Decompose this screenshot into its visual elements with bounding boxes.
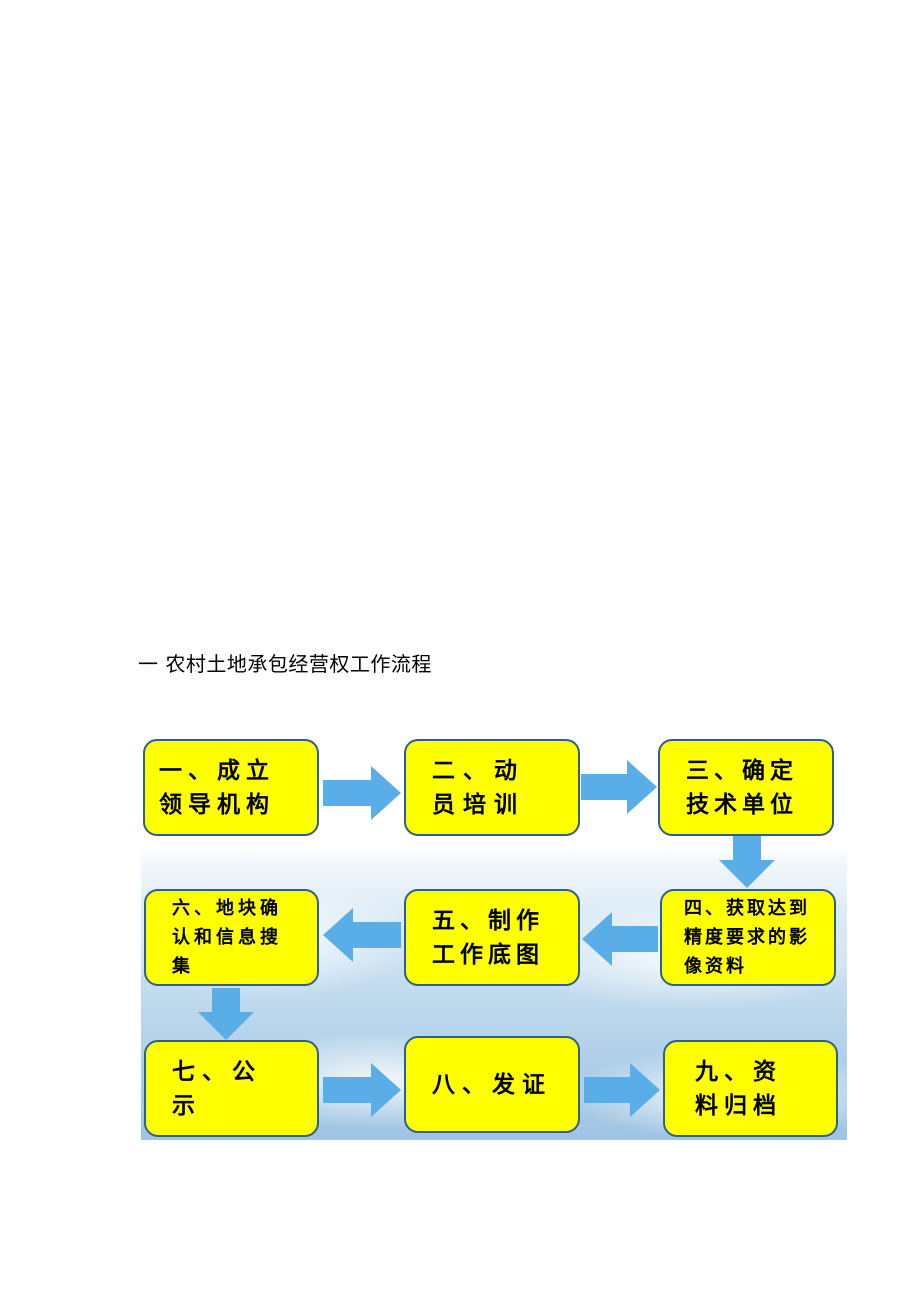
- step-2-label: 二、动员培训: [432, 756, 525, 818]
- step-6-box: 六、地块确认和信息搜集: [144, 889, 319, 986]
- step-8-box: 八、发证: [404, 1036, 580, 1133]
- arrow-right-7-8: [323, 1063, 401, 1117]
- step-4-box: 四、获取达到精度要求的影像资料: [660, 889, 836, 986]
- arrow-left-4-5: [582, 912, 658, 966]
- flowchart-canvas: 一、成立领导机构 二、动员培训 三、确定技术单位 六、地块确认和信息搜集 五、制…: [141, 730, 847, 1140]
- step-8-label: 八、发证: [432, 1070, 552, 1098]
- page-title: 一 农村土地承包经营权工作流程: [138, 652, 432, 676]
- arrow-down-3-4: [719, 836, 775, 888]
- step-7-box: 七、公示: [144, 1040, 319, 1137]
- step-3-label: 三、确定技术单位: [686, 756, 798, 818]
- step-7-label: 七、公示: [172, 1057, 262, 1119]
- step-2-box: 二、动员培训: [404, 739, 580, 836]
- step-4-label: 四、获取达到精度要求的影像资料: [684, 898, 810, 977]
- step-5-box: 五、制作工作底图: [404, 889, 580, 986]
- step-1-label: 一、成立领导机构: [159, 756, 275, 818]
- step-9-label: 九、资料归档: [695, 1057, 782, 1119]
- step-1-box: 一、成立领导机构: [143, 739, 319, 836]
- arrow-left-5-6: [323, 908, 401, 962]
- arrow-right-1-2: [323, 766, 401, 820]
- arrow-right-8-9: [584, 1063, 660, 1117]
- arrow-right-2-3: [581, 760, 657, 814]
- step-3-box: 三、确定技术单位: [658, 739, 834, 836]
- step-6-label: 六、地块确认和信息搜集: [172, 898, 282, 977]
- step-9-box: 九、资料归档: [663, 1040, 838, 1137]
- arrow-down-6-7: [198, 988, 254, 1040]
- step-5-label: 五、制作工作底图: [432, 906, 544, 968]
